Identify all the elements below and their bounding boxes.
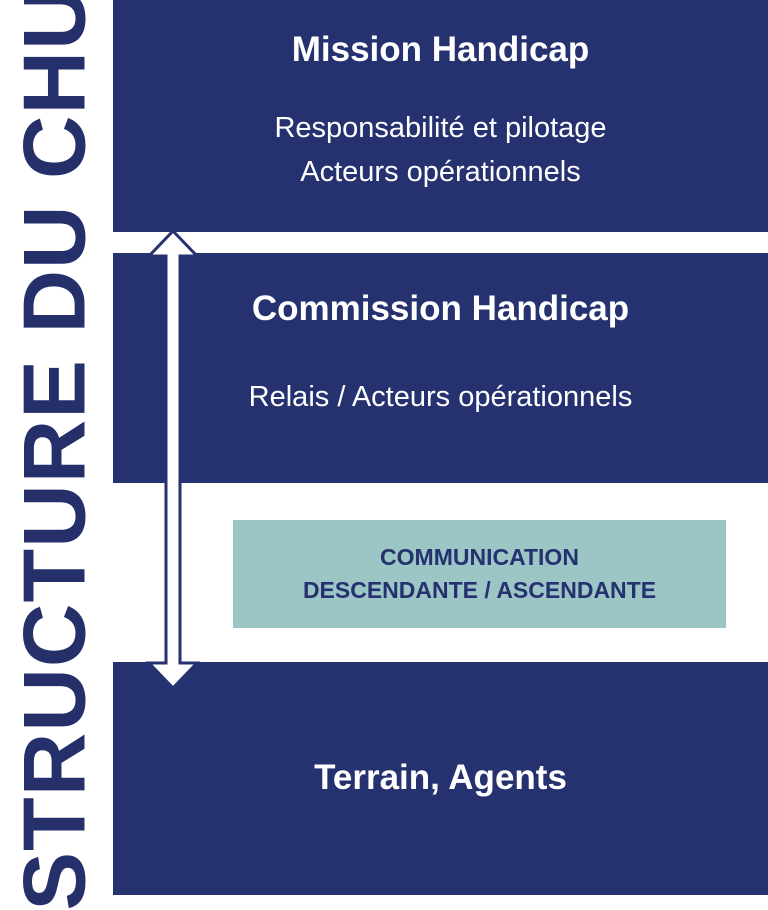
mission-handicap-block: Mission Handicap Responsabilité et pilot… xyxy=(113,0,768,232)
communication-box: COMMUNICATION DESCENDANTE / ASCENDANTE xyxy=(233,520,726,628)
terrain-agents-block: Terrain, Agents xyxy=(113,662,768,895)
terrain-title: Terrain, Agents xyxy=(314,758,567,797)
mission-line-2: Acteurs opérationnels xyxy=(300,156,581,188)
mission-line-1: Responsabilité et pilotage xyxy=(274,112,607,144)
commission-line-1: Relais / Acteurs opérationnels xyxy=(248,381,633,413)
communication-line-2: DESCENDANTE / ASCENDANTE xyxy=(302,577,657,603)
communication-line-1: COMMUNICATION xyxy=(380,544,579,570)
commission-title: Commission Handicap xyxy=(251,289,630,328)
mission-title: Mission Handicap xyxy=(291,30,590,69)
commission-handicap-block: Commission Handicap Relais / Acteurs opé… xyxy=(113,253,768,483)
